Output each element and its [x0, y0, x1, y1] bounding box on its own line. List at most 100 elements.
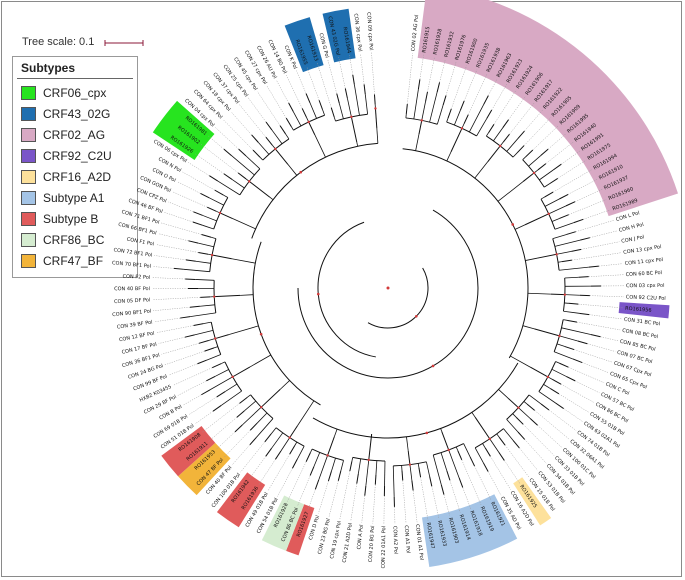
terminal-branch	[223, 148, 232, 156]
legend-label: CRF86_BC	[43, 233, 105, 247]
terminal-branch	[349, 461, 353, 472]
tip-leader	[361, 495, 366, 523]
clade-band	[421, 494, 518, 567]
terminal-branch	[549, 178, 558, 185]
terminal-branch	[337, 470, 342, 481]
legend-label: CRF43_02G	[43, 107, 111, 121]
internal-branch	[313, 452, 321, 467]
internal-branch	[247, 394, 251, 398]
tip-label: CON 92 C2U Pol	[626, 294, 666, 301]
tip-leader	[152, 297, 201, 300]
legend-divider	[17, 78, 133, 79]
terminal-branch	[189, 305, 200, 308]
tip-leader	[277, 468, 293, 497]
internal-branch	[544, 198, 560, 207]
internal-branch	[270, 427, 277, 435]
terminal-branch	[309, 466, 315, 476]
internal-branch	[429, 91, 438, 123]
internal-branch	[190, 312, 216, 318]
internal-branch	[231, 155, 255, 176]
internal-branch	[368, 434, 373, 460]
tip-leader	[574, 188, 603, 202]
terminal-branch	[188, 240, 199, 244]
terminal-branch	[568, 302, 579, 305]
tip-leader	[194, 152, 225, 174]
internal-branch	[409, 464, 413, 481]
legend-swatch	[21, 86, 36, 100]
internal-branch	[220, 390, 242, 406]
terminal-branch	[344, 88, 348, 99]
terminal-branch	[559, 193, 569, 200]
terminal-branch	[305, 93, 311, 103]
internal-branch	[198, 242, 214, 248]
bootstrap-node	[563, 293, 567, 296]
tip-leader	[439, 59, 446, 83]
clade-band	[216, 472, 266, 528]
terminal-branch	[512, 439, 520, 449]
root-node	[386, 286, 390, 290]
terminal-branch	[540, 403, 550, 411]
legend-label: CRF16_A2D	[43, 170, 112, 184]
backbone-spoke	[498, 389, 509, 399]
terminal-branch	[565, 201, 576, 207]
internal-branch	[351, 457, 354, 462]
internal-branch	[557, 261, 563, 263]
tip-label: CON A Pol	[356, 524, 365, 550]
tip-leader	[445, 61, 457, 96]
tip-leader	[240, 441, 266, 473]
tip-leader	[402, 480, 407, 524]
backbone-spoke	[240, 294, 254, 296]
internal-branch	[543, 384, 551, 389]
tip-leader	[568, 178, 598, 195]
tip-leader	[571, 252, 622, 261]
tip-leader	[207, 135, 225, 150]
terminal-branch	[173, 267, 184, 270]
terminal-branch	[374, 474, 377, 485]
tip-leader	[524, 109, 544, 132]
internal-branch	[296, 445, 305, 460]
terminal-branch	[265, 136, 273, 146]
terminal-branch	[237, 172, 247, 180]
internal-branch	[310, 448, 313, 453]
bootstrap-node	[259, 332, 263, 336]
terminal-branch	[571, 248, 582, 252]
terminal-branch	[214, 189, 224, 196]
terminal-branch	[252, 149, 261, 158]
backbone-spoke	[376, 128, 379, 144]
terminal-branch	[352, 74, 355, 85]
terminal-branch	[486, 109, 493, 119]
tip-label: CON J Pol	[621, 234, 645, 244]
legend-item: Subtype B	[21, 210, 98, 228]
internal-branch	[536, 253, 557, 259]
bootstrap-node	[558, 334, 561, 338]
tip-leader	[488, 78, 498, 96]
backbone-spoke	[497, 181, 524, 202]
terminal-branch	[180, 316, 191, 319]
backbone-spoke	[446, 151, 452, 162]
tip-label: CON 40 BF Pol	[114, 286, 150, 292]
tip-label: CON 72 BF1 Pol	[113, 247, 153, 258]
terminal-branch	[484, 447, 491, 457]
tip-leader	[168, 201, 194, 213]
tip-leader	[231, 444, 251, 466]
internal-branch	[413, 89, 419, 120]
tip-leader	[462, 487, 472, 510]
tip-leader	[164, 212, 193, 223]
tip-leader	[360, 53, 365, 85]
bootstrap-node	[260, 405, 263, 409]
legend-swatch	[21, 170, 36, 184]
tip-leader	[222, 119, 254, 151]
legend-item: CRF16_A2D	[21, 168, 111, 186]
terminal-branch	[566, 231, 576, 236]
terminal-branch	[578, 276, 589, 278]
terminal-branch	[292, 459, 298, 469]
internal-branch	[232, 366, 251, 378]
backbone-arc	[297, 209, 479, 379]
tip-leader	[490, 456, 511, 490]
tip-leader	[461, 459, 482, 505]
legend-item: CRF92_C2U	[21, 147, 112, 165]
internal-branch	[440, 452, 448, 471]
tip-leader	[519, 447, 538, 471]
terminal-branch	[544, 191, 554, 198]
terminal-branch	[206, 375, 216, 382]
